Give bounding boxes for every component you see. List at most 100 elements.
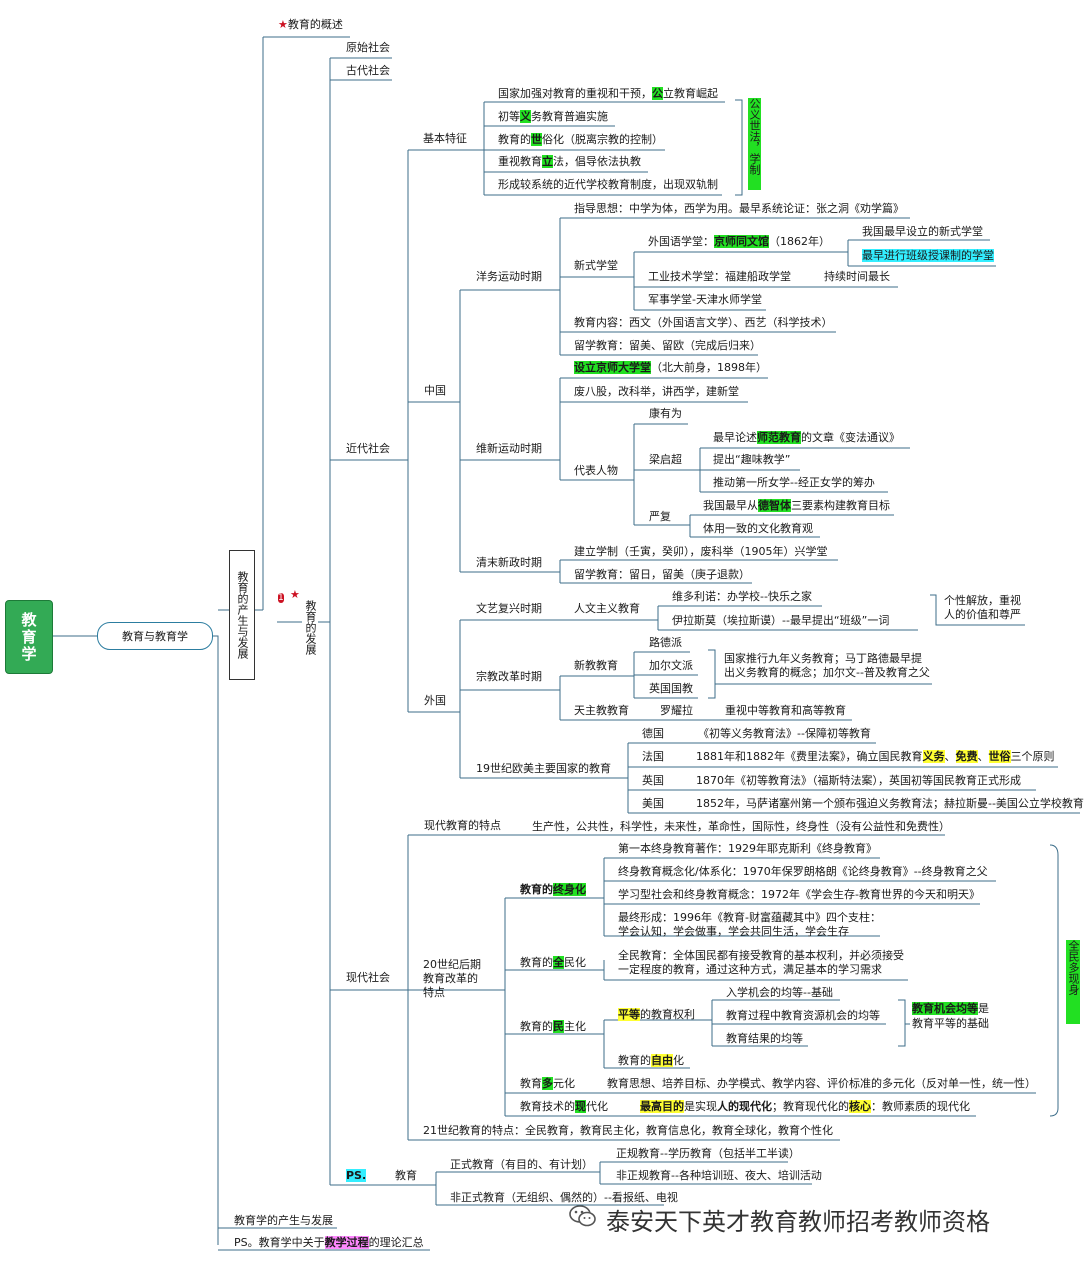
node-development[interactable]: 教育的发展	[302, 586, 318, 668]
node-lifelong[interactable]: 教育的终身化	[520, 883, 586, 896]
node-protestant[interactable]: 新教教育	[574, 659, 618, 672]
formal-item[interactable]: 非正规教育--各种培训班、夜大、培训活动	[616, 1169, 822, 1182]
node-basic-features[interactable]: 基本特征	[423, 132, 467, 145]
node-reform-20c[interactable]: 20世纪后期教育改革的特点	[423, 958, 481, 999]
section-origin-development[interactable]: 教育的产生与发展	[229, 550, 255, 680]
node-diversification[interactable]: 教育多元化	[520, 1077, 575, 1090]
node-renaissance[interactable]: 文艺复兴时期	[476, 602, 542, 615]
weixin-item[interactable]: 设立京师大学堂（北大前身，1898年）	[574, 361, 767, 374]
person-liang[interactable]: 梁启超	[649, 453, 682, 466]
modern-features[interactable]: 生产性，公共性，科学性，未来性，革命性，国际性，终身性（没有公益性和免费性）	[532, 820, 950, 833]
basic-summary-tag: 公义世法，学制	[748, 98, 761, 190]
lang-note-earliest[interactable]: 我国最早设立的新式学堂	[862, 225, 983, 238]
yangwu-content[interactable]: 教育内容：西文（外国语言文学）、西艺（科学技术）	[574, 316, 833, 329]
person-yan[interactable]: 严复	[649, 510, 671, 523]
root-node[interactable]: 教育学	[5, 600, 53, 674]
basic-item[interactable]: 国家加强对教育的重视和干预，公立教育崛起	[498, 87, 718, 100]
node-21c[interactable]: 21世纪教育的特点：全民教育，教育民主化，教育信息化，教育全球化，教育个性化	[423, 1124, 833, 1137]
yan-item[interactable]: 体用一致的文化教育观	[703, 522, 813, 535]
node-nonformal[interactable]: 非正式教育（无组织、偶然的）--看报纸、电视	[450, 1191, 678, 1204]
equality-item[interactable]: 教育结果的均等	[726, 1032, 803, 1045]
person-kang[interactable]: 康有为	[649, 407, 682, 420]
node-modernization[interactable]: 教育技术的现代化	[520, 1100, 608, 1113]
mass-item[interactable]: 全民教育：全体国民都有接受教育的基本权利，并必须接受	[618, 949, 904, 962]
node-pedagogy-origin[interactable]: 教育学的产生与发展	[234, 1214, 333, 1227]
country-text[interactable]: 1852年，马萨诸塞州第一个颁布强迫义务教育法；赫拉斯曼--美国公立学校教育	[696, 797, 1084, 810]
qingmo-item[interactable]: 建立学制（壬寅，癸卯），废科举（1905年）兴学堂	[574, 545, 828, 558]
lifelong-item[interactable]: 学会认知，学会做事，学会共同生活，学会生存	[618, 925, 849, 938]
lifelong-item[interactable]: 第一本终身教育著作：1929年耶克斯利《终身教育》	[618, 842, 877, 855]
sect-calvin[interactable]: 加尔文派	[649, 659, 693, 672]
root-label: 教育学	[19, 611, 38, 663]
weixin-item[interactable]: 废八股，改科举，讲西学，建新堂	[574, 385, 739, 398]
node-foreign[interactable]: 外国	[424, 694, 446, 707]
node-china[interactable]: 中国	[424, 384, 446, 397]
node-mass-education[interactable]: 教育的全民化	[520, 956, 586, 969]
node-reformation[interactable]: 宗教改革时期	[476, 670, 542, 683]
sect-anglican[interactable]: 英国国教	[649, 682, 693, 695]
era-primitive[interactable]: 原始社会	[346, 41, 390, 54]
node-representatives[interactable]: 代表人物	[574, 464, 618, 477]
branch-education-and-pedagogy[interactable]: 教育与教育学	[97, 622, 213, 650]
renaissance-item[interactable]: 维多利诺：办学校--快乐之家	[672, 590, 812, 603]
liang-item[interactable]: 提出“趣味教学”	[713, 453, 791, 466]
branch-label: 教育与教育学	[122, 630, 188, 643]
yangwu-guide[interactable]: 指导思想：中学为体，西学为用。最早系统论证：张之洞《劝学篇》	[574, 202, 904, 215]
node-yangwu[interactable]: 洋务运动时期	[476, 270, 542, 283]
equality-item[interactable]: 教育过程中教育资源机会的均等	[726, 1009, 880, 1022]
renaissance-note[interactable]: 个性解放，重视人的价值和尊严	[944, 594, 1021, 621]
node-ps-education[interactable]: 教育	[395, 1169, 417, 1182]
qingmo-item[interactable]: 留学教育：留日，留美（庚子退款）	[574, 568, 750, 581]
tech-note[interactable]: 持续时间最长	[824, 270, 890, 283]
basic-item[interactable]: 形成较系统的近代学校教育制度，出现双轨制	[498, 178, 718, 191]
node-ps-teaching-process[interactable]: PS。教育学中关于教学过程的理论汇总	[234, 1236, 424, 1249]
node-modern-features[interactable]: 现代教育的特点	[424, 819, 501, 832]
node-overview[interactable]: ★教育的概述	[278, 18, 343, 32]
lifelong-item[interactable]: 学习型社会和终身教育概念：1972年《学会生存-教育世界的今天和明天》	[618, 888, 980, 901]
node-new-school[interactable]: 新式学堂	[574, 259, 618, 272]
node-democratization[interactable]: 教育的民主化	[520, 1020, 586, 1033]
loyola-note[interactable]: 重视中等教育和高等教育	[725, 704, 846, 717]
ps-tag[interactable]: PS.	[346, 1169, 367, 1182]
era-early-modern[interactable]: 近代社会	[346, 442, 390, 455]
era-modern[interactable]: 现代社会	[346, 971, 390, 984]
equality-core-tail[interactable]: 教育平等的基础	[912, 1017, 989, 1030]
modernization-text[interactable]: 最高目的是实现人的现代化；教育现代化的核心：教师素质的现代化	[640, 1100, 970, 1113]
era-ancient[interactable]: 古代社会	[346, 64, 390, 77]
country-text[interactable]: 1881年和1882年《费里法案》，确立国民教育义务、免费、世俗三个原则	[696, 750, 1055, 763]
mass-item[interactable]: 一定程度的教育，通过这种方式，满足基本的学习需求	[618, 963, 882, 976]
node-weixin[interactable]: 维新运动时期	[476, 442, 542, 455]
person-loyola[interactable]: 罗耀拉	[660, 704, 693, 717]
yan-item[interactable]: 我国最早从德智体三要素构建教育目标	[703, 499, 890, 512]
node-liberalization[interactable]: 教育的自由化	[618, 1054, 684, 1067]
diversification-text[interactable]: 教育思想、培养目标、办学模式、教学内容、评价标准的多元化（反对单一性，统一性）	[607, 1077, 1036, 1090]
country-label: 英国	[642, 774, 664, 787]
lang-school[interactable]: 外国语学堂：京师同文馆（1862年）	[648, 235, 830, 248]
node-qingmo[interactable]: 清末新政时期	[476, 556, 542, 569]
basic-item[interactable]: 初等义务教育普遍实施	[498, 110, 608, 123]
yangwu-abroad[interactable]: 留学教育：留美、留欧（完成后归来）	[574, 339, 761, 352]
node-19c[interactable]: 19世纪欧美主要国家的教育	[476, 762, 611, 775]
basic-item[interactable]: 重视教育立法，倡导依法执教	[498, 155, 641, 168]
equality-core[interactable]: 教育机会均等是	[912, 1002, 989, 1015]
country-text[interactable]: 《初等义务教育法》--保障初等教育	[698, 727, 871, 740]
node-humanism[interactable]: 人文主义教育	[574, 602, 640, 615]
country-text[interactable]: 1870年《初等教育法》（福斯特法案），英国初等国民教育正式形成	[696, 774, 1021, 787]
reform-note[interactable]: 国家推行九年义务教育；马丁路德最早提出义务教育的概念；加尔文--普及教育之父	[724, 652, 930, 679]
node-equal-rights[interactable]: 平等的教育权利	[618, 1008, 695, 1021]
node-catholic[interactable]: 天主教教育	[574, 704, 629, 717]
lang-note-class[interactable]: 最早进行班级授课制的学堂	[862, 249, 994, 262]
sect-luther[interactable]: 路德派	[649, 636, 682, 649]
tech-school[interactable]: 工业技术学堂：福建船政学堂	[648, 270, 791, 283]
basic-item[interactable]: 教育的世俗化（脱离宗教的控制）	[498, 133, 663, 146]
renaissance-item[interactable]: 伊拉斯莫（埃拉斯谟）--最早提出“班级”一词	[672, 614, 890, 627]
lifelong-item[interactable]: 最终形成：1996年《教育-财富蕴藏其中》四个支柱：	[618, 911, 881, 924]
lifelong-item[interactable]: 终身教育概念化/体系化：1970年保罗朗格朗《论终身教育》--终身教育之父	[618, 865, 988, 878]
liang-item[interactable]: 最早论述师范教育的文章《变法通议》	[713, 431, 900, 444]
military-school[interactable]: 军事学堂-天津水师学堂	[648, 293, 762, 306]
dev-star: ★	[290, 588, 300, 602]
node-formal[interactable]: 正式教育（有目的、有计划）	[450, 1158, 593, 1171]
equality-item[interactable]: 入学机会的均等--基础	[726, 986, 833, 999]
formal-item[interactable]: 正规教育--学历教育（包括半工半读）	[616, 1147, 800, 1160]
liang-item[interactable]: 推动第一所女学--经正女学的筹办	[713, 476, 875, 489]
